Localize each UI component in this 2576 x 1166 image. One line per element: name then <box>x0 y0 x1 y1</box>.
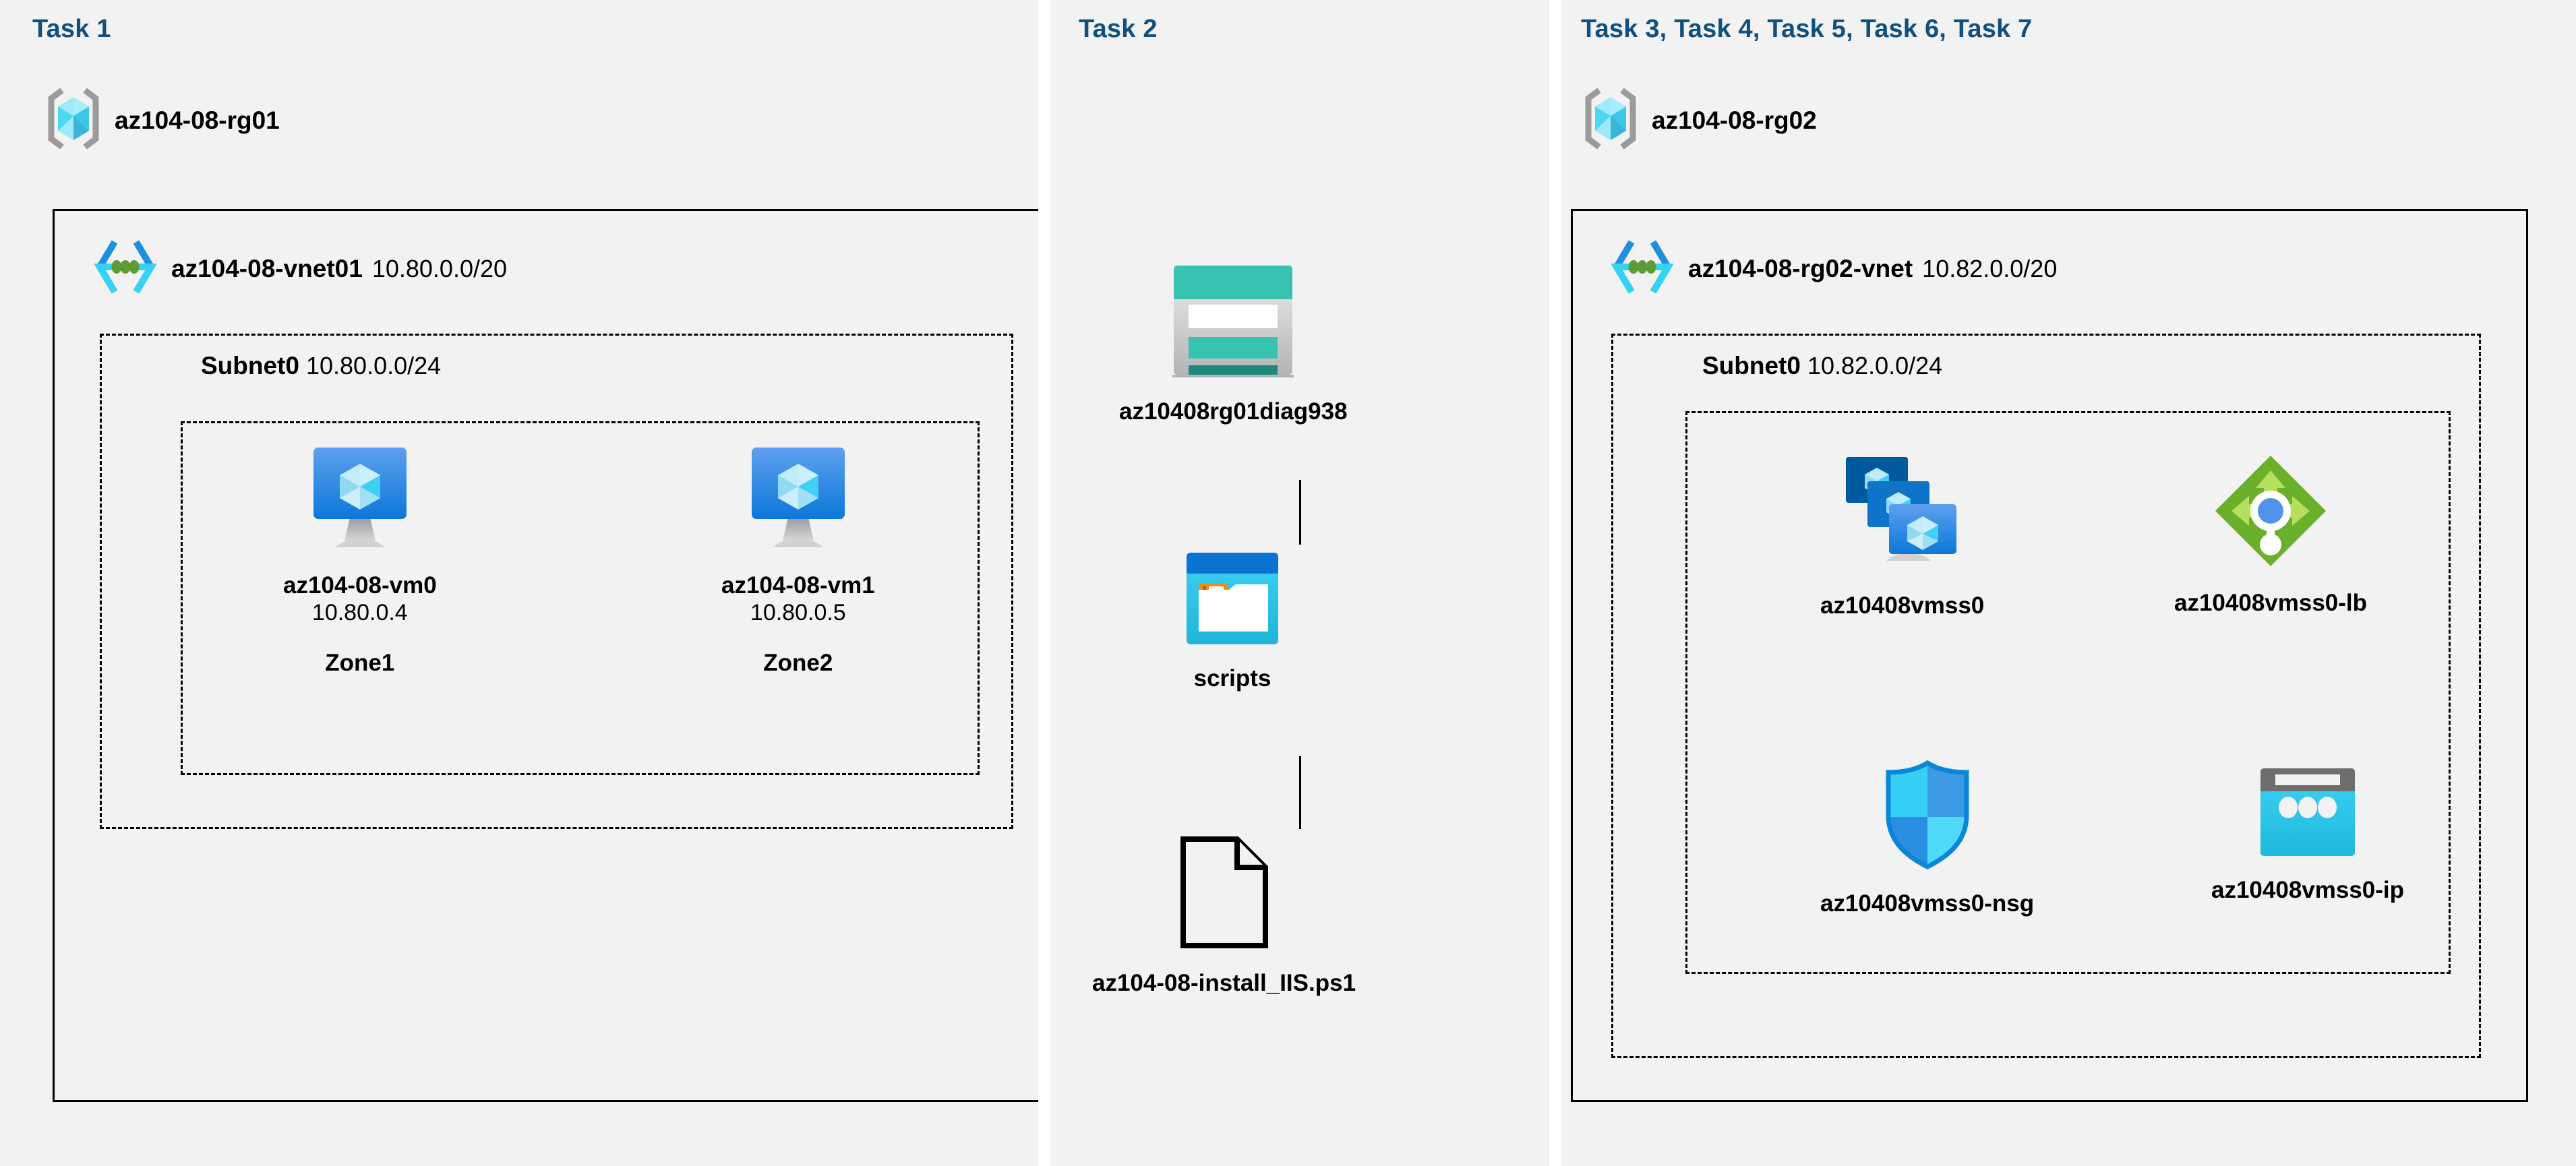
subnet-name: Subnet0 <box>1702 352 1801 379</box>
gutter-left <box>1038 0 1050 1166</box>
subnet0-boundary-vnet01 <box>100 334 1013 829</box>
task1-panel <box>0 0 1038 1166</box>
resource-group-icon <box>47 88 100 153</box>
vnet-cidr: 10.80.0.0/20 <box>371 254 508 282</box>
public-ip-address-name: az10408vmss0-ip <box>2211 877 2405 903</box>
task3-panel <box>1561 0 2576 1166</box>
node-blob-container[interactable]: scripts <box>1187 553 1278 692</box>
node-storage-account[interactable]: az10408rg01diag938 <box>1119 263 1348 425</box>
public-ip-address-icon <box>2260 768 2356 856</box>
blob-container-icon <box>1187 553 1278 644</box>
virtual-machine-icon <box>309 445 411 554</box>
vm-ip: 10.80.0.4 <box>311 600 408 626</box>
vm-name: az104-08-vm0 <box>283 572 437 599</box>
virtual-network-icon <box>94 239 157 298</box>
subnet-name: Subnet0 <box>201 352 299 379</box>
vnet-name: az104-08-vnet01 <box>171 254 363 282</box>
node-vm0[interactable]: az104-08-vm0 10.80.0.4 Zone1 <box>283 445 437 677</box>
virtual-network-icon <box>1611 239 1674 298</box>
gutter-right <box>1549 0 1561 1166</box>
storage-account-icon <box>1172 263 1294 390</box>
connector-scripts-to-file <box>1299 756 1301 829</box>
vm-zone: Zone1 <box>325 650 395 677</box>
resource-group-name: az104-08-rg01 <box>115 106 280 134</box>
file-icon <box>1180 836 1269 949</box>
node-load-balancer[interactable]: az10408vmss0-lb <box>2174 453 2367 617</box>
subnet0-boundary-vnet02 <box>1611 334 2481 1058</box>
vm-ip: 10.80.0.5 <box>750 600 846 626</box>
task1-label: Task 1 <box>32 15 111 43</box>
node-script-file[interactable]: az104-08-install_IIS.ps1 <box>1092 836 1356 997</box>
node-network-security-group[interactable]: az10408vmss0-nsg <box>1820 760 2034 917</box>
subnet-cidr: 10.82.0.0/24 <box>1807 352 1943 379</box>
network-security-group-icon <box>1882 760 1973 869</box>
node-public-ip-address[interactable]: az10408vmss0-ip <box>2211 768 2404 904</box>
vm-zone: Zone2 <box>763 650 833 677</box>
load-balancer-name: az10408vmss0-lb <box>2174 590 2368 616</box>
vnet-row-vnet02: az104-08-rg02-vnet 10.82.0.0/20 <box>1611 239 2057 298</box>
vm-scale-set-icon <box>1835 452 1970 572</box>
task2-panel-overlay <box>1050 0 1549 1166</box>
connector-storage-to-scripts <box>1299 480 1301 545</box>
resource-group-icon <box>1584 88 1637 153</box>
blob-container-name: scripts <box>1193 665 1271 692</box>
vnet02-boundary <box>1571 209 2528 1102</box>
subnet0-label-vnet02: Subnet0 10.82.0.0/24 <box>1702 352 1942 380</box>
vmss-resources-boundary <box>1685 411 2451 974</box>
subnet-cidr: 10.80.0.0/24 <box>305 352 442 379</box>
load-balancer-icon <box>2213 453 2329 569</box>
storage-account-name: az10408rg01diag938 <box>1119 398 1348 425</box>
vm-name: az104-08-vm1 <box>721 572 875 599</box>
task2-label: Task 2 <box>1079 15 1158 43</box>
node-vm-scale-set[interactable]: az10408vmss0 <box>1820 452 1984 619</box>
vnet-row-vnet01: az104-08-vnet01 10.80.0.0/20 <box>94 239 507 298</box>
vm-scale-set-name: az10408vmss0 <box>1820 592 1985 619</box>
task3-label: Task 3, Task 4, Task 5, Task 6, Task 7 <box>1581 15 2033 43</box>
node-vm1[interactable]: az104-08-vm1 10.80.0.5 Zone2 <box>721 445 875 677</box>
script-file-name: az104-08-install_IIS.ps1 <box>1092 970 1356 996</box>
network-security-group-name: az10408vmss0-nsg <box>1820 890 2035 917</box>
virtual-machine-icon <box>748 445 849 554</box>
vnet-name: az104-08-rg02-vnet <box>1688 254 1913 282</box>
resource-group-row-rg01: az104-08-rg01 <box>47 88 280 153</box>
vnet-cidr: 10.82.0.0/20 <box>1922 254 2058 282</box>
resource-group-name: az104-08-rg02 <box>1652 106 1817 134</box>
subnet0-label-vnet01: Subnet0 10.80.0.0/24 <box>201 352 441 380</box>
availability-zones-boundary <box>181 421 980 775</box>
resource-group-row-rg02: az104-08-rg02 <box>1584 88 1817 153</box>
